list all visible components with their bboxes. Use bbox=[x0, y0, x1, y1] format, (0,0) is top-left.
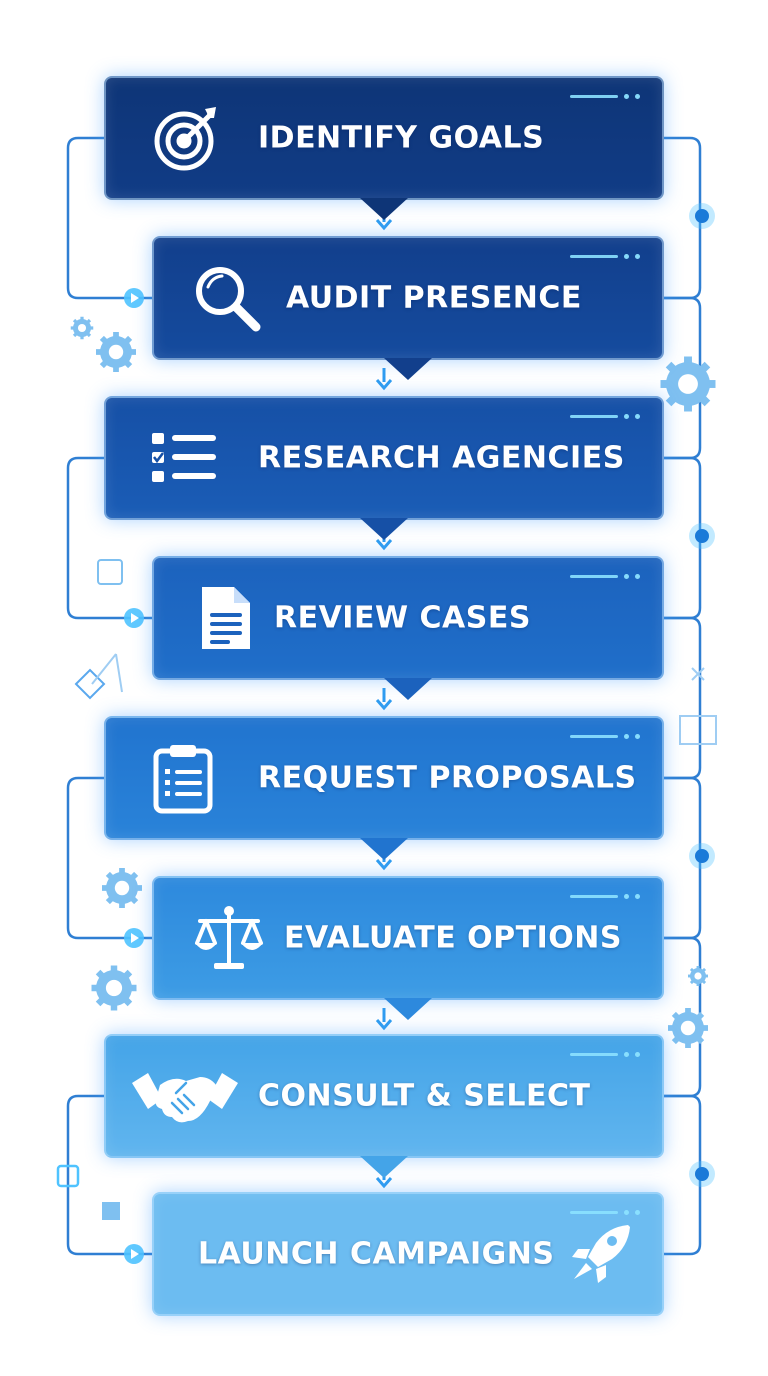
gear-icon bbox=[96, 332, 136, 372]
down-arrow-icon bbox=[375, 1177, 393, 1189]
gear-icon bbox=[660, 356, 716, 412]
glow-node-icon bbox=[695, 849, 709, 863]
status-dashes bbox=[570, 1052, 640, 1057]
gear-icon bbox=[102, 868, 142, 908]
step-label: REQUEST PROPOSALS bbox=[258, 760, 637, 796]
step-label: LAUNCH CAMPAIGNS bbox=[198, 1236, 555, 1272]
step-pointer bbox=[360, 838, 408, 860]
step-pointer bbox=[360, 1156, 408, 1178]
step-consult-select: CONSULT & SELECT bbox=[104, 1034, 664, 1178]
status-dashes bbox=[570, 414, 640, 419]
gear-icon bbox=[668, 1008, 708, 1048]
rocket-icon bbox=[564, 1217, 638, 1291]
handshake-icon bbox=[130, 1059, 240, 1133]
glow-node-icon bbox=[695, 529, 709, 543]
step-label: CONSULT & SELECT bbox=[258, 1078, 591, 1114]
left-connector-line bbox=[66, 456, 152, 620]
diamond-icon bbox=[74, 668, 106, 700]
note-icon bbox=[97, 559, 123, 585]
document-icon bbox=[188, 581, 262, 655]
status-dashes bbox=[570, 94, 640, 99]
status-dashes bbox=[570, 254, 640, 259]
down-arrow-icon bbox=[375, 219, 393, 231]
square-node-icon bbox=[56, 1164, 80, 1188]
step-pointer bbox=[384, 358, 432, 380]
scales-icon bbox=[192, 901, 266, 975]
step-pointer bbox=[384, 998, 432, 1020]
square-icon bbox=[102, 1202, 120, 1220]
status-dashes bbox=[570, 734, 640, 739]
checklist-icon bbox=[146, 421, 220, 495]
step-pointer bbox=[360, 198, 408, 220]
step-research-agencies: RESEARCH AGENCIES bbox=[104, 396, 664, 540]
down-arrow-icon bbox=[375, 699, 393, 711]
status-dashes bbox=[570, 894, 640, 899]
glow-node-icon bbox=[695, 1167, 709, 1181]
step-identify-goals: IDENTIFY GOALS bbox=[104, 76, 664, 220]
step-review-cases: REVIEW CASES bbox=[152, 556, 664, 700]
step-label: RESEARCH AGENCIES bbox=[258, 440, 625, 476]
step-request-proposals: REQUEST PROPOSALS bbox=[104, 716, 664, 860]
status-dashes bbox=[570, 574, 640, 579]
gear-icon bbox=[70, 316, 94, 340]
step-label: AUDIT PRESENCE bbox=[286, 280, 582, 316]
left-connector-line bbox=[66, 1094, 152, 1256]
frame-icon bbox=[679, 715, 717, 745]
step-label: EVALUATE OPTIONS bbox=[284, 920, 622, 956]
target-icon bbox=[150, 101, 224, 175]
step-label: REVIEW CASES bbox=[274, 600, 531, 636]
step-pointer bbox=[360, 518, 408, 540]
step-label: IDENTIFY GOALS bbox=[258, 120, 545, 156]
glow-node-icon bbox=[695, 209, 709, 223]
gear-icon bbox=[688, 966, 708, 986]
clipboard-icon bbox=[146, 741, 220, 815]
down-arrow-icon bbox=[375, 539, 393, 551]
play-node-arrow bbox=[131, 293, 139, 303]
play-node-arrow bbox=[131, 933, 139, 943]
network-icon bbox=[91, 653, 123, 693]
left-connector-line bbox=[66, 776, 152, 940]
magnifier-icon bbox=[190, 261, 264, 335]
down-arrow-icon bbox=[375, 859, 393, 871]
status-dashes bbox=[570, 1210, 640, 1215]
gear-icon bbox=[91, 965, 137, 1011]
step-launch-campaigns: LAUNCH CAMPAIGNS bbox=[152, 1192, 664, 1316]
play-node-arrow bbox=[131, 613, 139, 623]
step-audit-presence: AUDIT PRESENCE bbox=[152, 236, 664, 380]
play-node-arrow bbox=[131, 1249, 139, 1259]
step-evaluate-options: EVALUATE OPTIONS bbox=[152, 876, 664, 1020]
down-arrow-icon bbox=[375, 379, 393, 391]
step-pointer bbox=[384, 678, 432, 700]
cross-icon bbox=[691, 667, 705, 681]
right-connector-line bbox=[664, 616, 702, 780]
left-connector-line bbox=[66, 136, 152, 300]
down-arrow-icon bbox=[375, 1019, 393, 1031]
